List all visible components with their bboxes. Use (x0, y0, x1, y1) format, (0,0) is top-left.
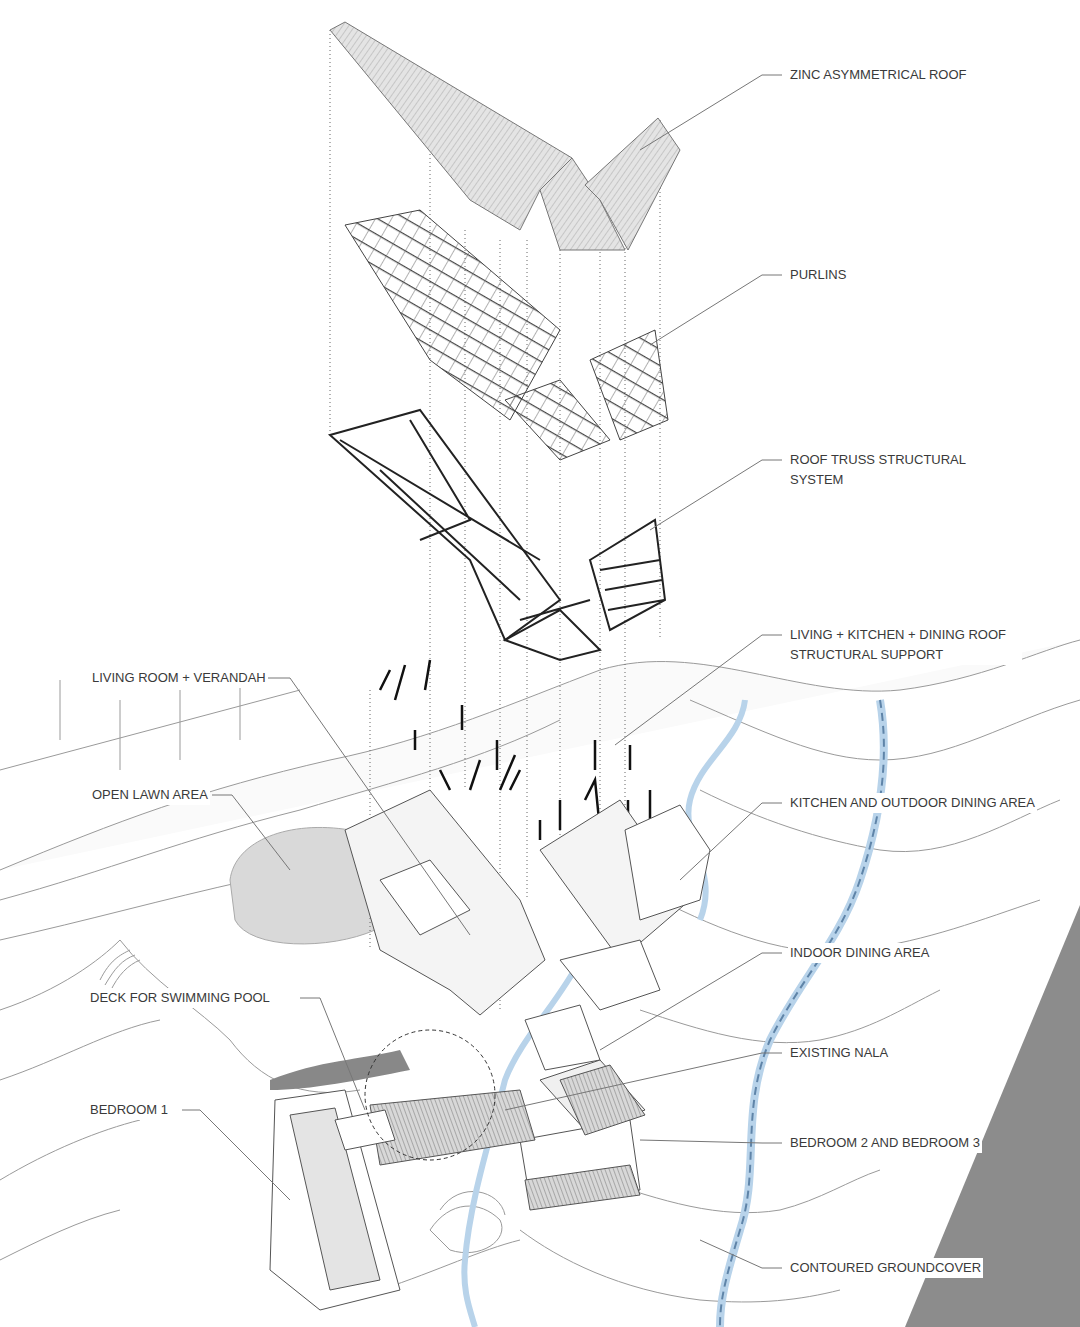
annotation-label: DECK FOR SWIMMING POOL (88, 988, 272, 1008)
annotation-label: INDOOR DINING AREA (788, 943, 931, 963)
annotation-label: BEDROOM 1 (88, 1100, 170, 1120)
annotation-label: BEDROOM 2 AND BEDROOM 3 (788, 1133, 982, 1153)
annotation-label: ZINC ASYMMETRICAL ROOF (788, 65, 968, 85)
annotation-label: KITCHEN AND OUTDOOR DINING AREA (788, 793, 1037, 813)
annotation-label: LIVING + KITCHEN + DINING ROOF STRUCTURA… (788, 625, 1022, 665)
annotation-label: ROOF TRUSS STRUCTURAL SYSTEM (788, 450, 992, 490)
annotation-label: LIVING ROOM + VERANDAH (90, 668, 268, 688)
annotation-label: OPEN LAWN AREA (90, 785, 210, 805)
annotation-label: CONTOURED GROUNDCOVER (788, 1258, 983, 1278)
annotation-label: PURLINS (788, 265, 848, 285)
annotation-label: EXISTING NALA (788, 1043, 890, 1063)
